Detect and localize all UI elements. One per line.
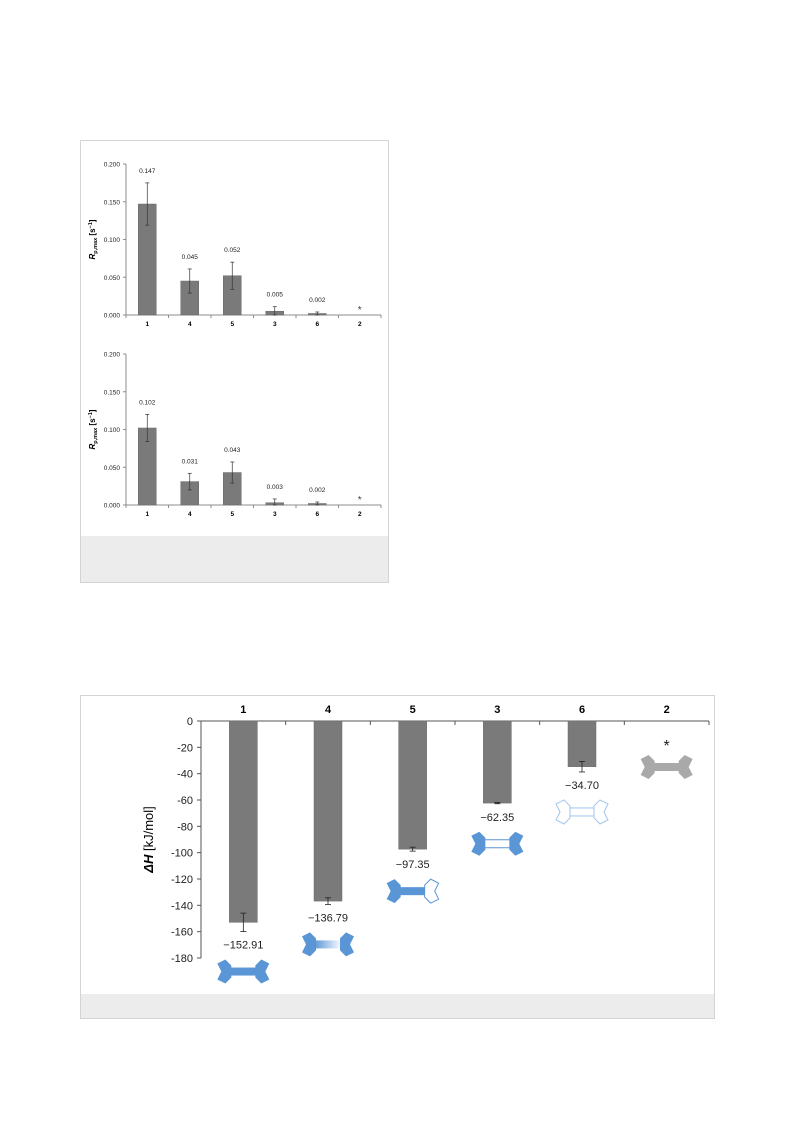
bottom-figure-panel: 0 -20 -40 -60 -80 -100 -120 -140 -160 -180 1 −152.9… — [80, 695, 715, 1019]
x-tick-label: 3 — [273, 511, 277, 518]
x-tick-label: 5 — [410, 704, 416, 716]
caption-band — [81, 536, 388, 582]
bar-label: −136.79 — [308, 912, 348, 924]
bar-label: −97.35 — [396, 859, 430, 871]
icon-end-right — [424, 878, 440, 904]
bar-label: 0.031 — [182, 458, 199, 465]
icon-bar — [567, 807, 597, 817]
x-tick-label: 3 — [494, 704, 500, 716]
y-tick-label: -60 — [177, 795, 193, 807]
rpmax-chart-2: 0.000 0.050 0.100 0.150 0.200 1 0.102 4 0.031 5 0.… — [88, 352, 382, 518]
icon-end-right — [678, 755, 693, 779]
y-axis-label: ΔH [kJ/mol] — [141, 806, 156, 874]
x-tick-label: 2 — [358, 321, 362, 328]
y-tick-label: -160 — [171, 927, 193, 939]
bar-label: −62.35 — [480, 812, 514, 824]
icon-bar — [229, 967, 258, 976]
icon-end-left — [640, 755, 655, 779]
y-tick-label: 0.050 — [104, 465, 121, 472]
y-tick-label: 0.000 — [104, 503, 121, 510]
x-tick-label: 3 — [273, 321, 277, 328]
x-tick-label: 2 — [664, 704, 670, 716]
icon-end-right — [255, 959, 270, 984]
bone-icon — [555, 799, 609, 825]
y-tick-label: -120 — [171, 874, 193, 886]
bar-label: 0.102 — [139, 399, 156, 406]
bone-icon — [640, 755, 693, 779]
bar-label: −152.91 — [223, 940, 263, 952]
x-tick-label: 1 — [145, 511, 149, 518]
y-tick-label: 0.150 — [104, 389, 121, 396]
bar-label: 0.045 — [182, 254, 199, 261]
bone-icon — [217, 959, 270, 984]
icon-end-right — [593, 799, 609, 825]
bar-label: * — [664, 738, 670, 755]
x-tick-label: 6 — [315, 321, 319, 328]
x-tick-label: 4 — [188, 511, 192, 518]
icon-bar — [652, 763, 681, 771]
y-tick-label: 0.150 — [104, 199, 121, 206]
icon-end-left — [386, 879, 401, 904]
icon-end-right — [340, 932, 354, 957]
bar-label: 0.147 — [139, 168, 156, 175]
x-tick-label: 5 — [230, 511, 234, 518]
icon-bar — [482, 839, 512, 849]
bar-label: 0.005 — [267, 292, 284, 299]
bar-label: 0.052 — [224, 247, 241, 254]
bar-label: 0.043 — [224, 447, 241, 454]
y-tick-label: -80 — [177, 821, 193, 833]
y-tick-label: 0.200 — [104, 162, 121, 169]
y-tick-label: 0 — [187, 716, 193, 728]
icon-end-left — [217, 959, 232, 984]
bar — [567, 720, 597, 767]
y-tick-label: -180 — [171, 953, 193, 965]
bone-icon — [471, 831, 524, 856]
bar — [483, 720, 512, 804]
bar-label: 0.003 — [267, 484, 284, 491]
x-tick-label: 5 — [230, 321, 234, 328]
y-tick-label: -20 — [177, 742, 193, 754]
bar — [313, 720, 343, 902]
bar — [398, 720, 427, 850]
caption-band — [81, 994, 714, 1018]
icon-end-left — [302, 932, 316, 957]
y-tick-label: 0.000 — [104, 313, 121, 320]
y-axis-label: Rp,max [s−1] — [88, 409, 99, 449]
icon-bar — [398, 887, 427, 896]
x-tick-label: 4 — [325, 704, 332, 716]
y-tick-label: 0.100 — [104, 237, 121, 244]
bar-label: −34.70 — [565, 780, 599, 792]
bar-label: 0.002 — [309, 487, 326, 494]
rpmax-chart-1: 0.000 0.050 0.100 0.150 0.200 1 0.147 4 0.045 5 0.… — [88, 162, 382, 328]
icon-bar — [314, 940, 342, 949]
y-axis-label: Rp,max [s−1] — [88, 219, 99, 259]
bone-icon — [386, 878, 440, 904]
y-tick-label: 0.050 — [104, 275, 121, 282]
bar-label: * — [358, 305, 362, 316]
bar-label: * — [358, 495, 362, 506]
bone-icon — [302, 932, 354, 957]
icon-end-left — [555, 799, 571, 825]
x-tick-label: 6 — [315, 511, 319, 518]
x-tick-label: 1 — [145, 321, 149, 328]
x-tick-label: 1 — [240, 704, 246, 716]
y-tick-label: 0.100 — [104, 427, 121, 434]
icon-end-left — [471, 831, 486, 856]
icon-end-right — [509, 831, 524, 856]
bar — [229, 720, 258, 923]
x-tick-label: 6 — [579, 704, 585, 716]
x-tick-label: 4 — [188, 321, 192, 328]
y-tick-label: -100 — [171, 848, 193, 860]
y-tick-label: -140 — [171, 900, 193, 912]
y-tick-label: -40 — [177, 769, 193, 781]
bar-label: 0.002 — [309, 297, 326, 304]
enthalpy-chart: 0 -20 -40 -60 -80 -100 -120 -140 -160 -180 1 −152.9… — [141, 704, 710, 984]
x-tick-label: 2 — [358, 511, 362, 518]
y-tick-label: 0.200 — [104, 352, 121, 359]
